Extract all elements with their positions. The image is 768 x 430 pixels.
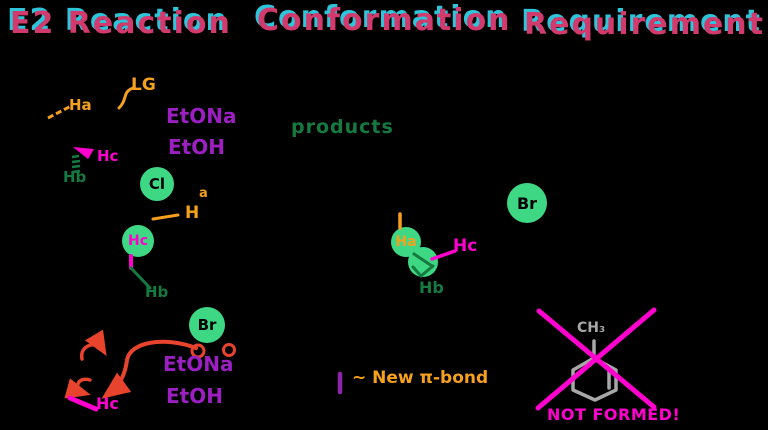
electron-push-arrow-bottom xyxy=(64,377,92,399)
carbon-highlight-circle xyxy=(408,247,438,277)
new-pi-bond-note: ~ New π-bond xyxy=(352,368,489,388)
hb-newman-label: Hb xyxy=(145,283,169,301)
hc-wedge-bond xyxy=(73,147,94,159)
etona-label-bottom: EtONa xyxy=(163,352,234,376)
not-formed-caption: NOT FORMED! xyxy=(547,405,681,424)
h-anti-bond xyxy=(151,213,180,221)
br-label: Br xyxy=(197,316,217,334)
h-sub-a-label: a xyxy=(199,186,208,201)
electron-push-arrow-top xyxy=(80,329,107,361)
hc-bottom-bond xyxy=(67,395,99,412)
title-requirement: Requirement xyxy=(524,7,766,42)
hb-bond xyxy=(129,266,152,290)
hc-highlight-circle: Hc xyxy=(122,225,154,257)
ch3-label: CH₃ xyxy=(577,320,606,336)
ha-dashed-bond xyxy=(47,104,72,120)
etoh-label-top: EtOH xyxy=(168,135,225,159)
products-label: products xyxy=(291,116,394,138)
lg-label: LG xyxy=(131,75,156,95)
hc-reactant-label: Hc xyxy=(97,147,119,165)
hb-center-label: Hb xyxy=(419,278,444,297)
etona-label-top: EtONa xyxy=(166,104,237,128)
bromide-product-circle: Br xyxy=(507,183,547,223)
hc-center-bond xyxy=(430,249,457,261)
ha-label: Ha xyxy=(395,234,417,250)
hb-hash-bond xyxy=(71,154,81,174)
cross-out-x-icon xyxy=(535,307,657,411)
etoh-label-bottom: EtOH xyxy=(166,384,223,408)
base-attack-arrow xyxy=(101,339,198,399)
bromide-highlight-circle: Br xyxy=(189,307,225,343)
hb-reactant-label: Hb xyxy=(63,168,87,186)
negative-charge-icon xyxy=(190,343,206,359)
ha-reactant-label: Ha xyxy=(69,96,92,114)
lg-squiggle-bond xyxy=(117,86,135,110)
cl-label: Cl xyxy=(148,175,166,193)
hc-center-label: Hc xyxy=(453,236,478,256)
carbon-bond-marks xyxy=(411,252,435,278)
negative-charge-icon-2 xyxy=(222,343,236,357)
br-product-label: Br xyxy=(516,193,538,213)
chloride-highlight-circle: Cl xyxy=(140,167,174,201)
title-e2-reaction: E2 Reaction xyxy=(10,6,232,41)
h-anti-label: H xyxy=(185,203,200,223)
title-conformation: Conformation xyxy=(257,3,512,38)
hc-label: Hc xyxy=(127,233,148,249)
hc-bottom-label: Hc xyxy=(96,394,119,413)
